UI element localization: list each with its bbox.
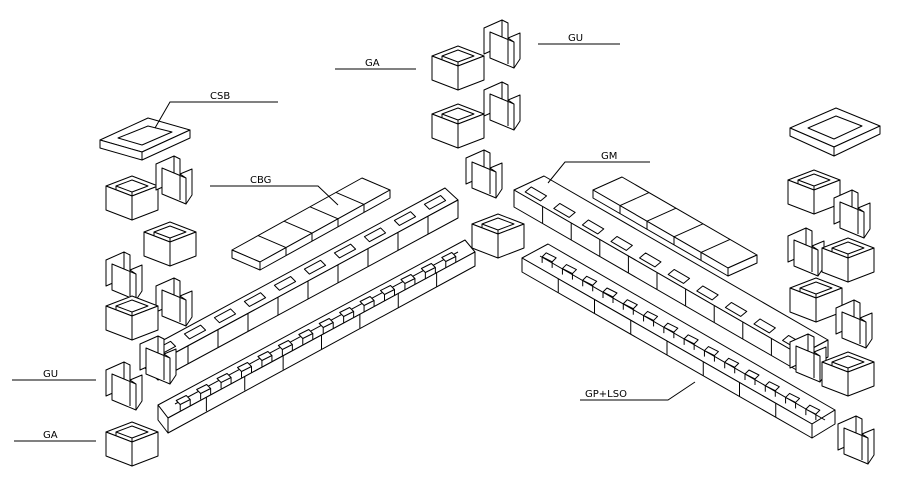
gu-block — [483, 81, 521, 131]
right-block-row — [513, 175, 829, 373]
gu-block — [465, 149, 503, 199]
gu-block — [835, 299, 873, 349]
gu-block — [483, 19, 521, 69]
ga-block — [821, 351, 875, 397]
right-tile-joint — [619, 192, 650, 207]
label-csb: CSB — [210, 91, 230, 102]
ga-block — [143, 221, 197, 267]
right-block-cell — [639, 252, 662, 268]
left-channel-row — [157, 239, 476, 434]
right-tile-joint — [700, 238, 731, 253]
right-tile-joint — [673, 223, 704, 238]
left-csb-cap — [99, 117, 191, 161]
label-cbg: CBG — [250, 175, 271, 186]
right-cap-tiles — [592, 176, 758, 277]
left-tile-joint — [257, 235, 287, 249]
right-block-cell — [553, 202, 576, 218]
left-block-cell — [273, 276, 297, 291]
gu-block — [155, 277, 193, 327]
right-block-cell — [696, 285, 719, 301]
gu-block — [837, 415, 875, 465]
ga-block — [471, 213, 525, 259]
right-block-cell — [610, 235, 633, 251]
right-block-cell — [753, 318, 776, 334]
right-block-cell — [667, 268, 691, 284]
left-cap-tiles — [231, 177, 391, 271]
ga-block — [105, 175, 159, 221]
gu-block — [155, 155, 193, 205]
gu-block — [833, 189, 871, 239]
gu-block — [105, 251, 143, 301]
right-tile-joint — [646, 207, 677, 222]
left-block-cell — [333, 243, 357, 259]
right-block-cell — [524, 186, 548, 202]
left-block-cell — [303, 259, 327, 275]
left-tile-joint — [335, 191, 365, 205]
right-block-cell — [724, 301, 748, 317]
ga-block — [787, 169, 841, 215]
left-channel-spacers — [175, 252, 457, 411]
left-block-cell — [363, 227, 387, 243]
ga-block — [821, 237, 875, 283]
ga-block — [431, 45, 485, 91]
loose-blocks — [105, 19, 875, 467]
left-channel-joints — [205, 272, 438, 412]
right-block-cell — [581, 219, 605, 235]
left-block-cell — [243, 292, 267, 307]
leader-lines — [12, 43, 696, 442]
label-gm: GM — [601, 151, 617, 162]
labels: GU GA CSB CBG GM GU GA GP+LSO — [43, 33, 627, 441]
label-gu-left: GU — [43, 369, 58, 380]
label-gp-lso: GP+LSO — [585, 389, 627, 400]
ga-block — [431, 103, 485, 149]
left-block-cell — [393, 211, 417, 226]
left-block-cell — [423, 195, 447, 210]
ga-block — [105, 295, 159, 341]
left-block-cell — [183, 324, 207, 340]
right-csb-cap — [789, 107, 881, 157]
left-block-cell — [213, 308, 237, 324]
right-channel-row — [521, 243, 836, 439]
ga-block — [789, 277, 843, 323]
label-gu-top: GU — [568, 33, 583, 44]
left-tile-joint — [283, 220, 313, 234]
gu-block — [105, 361, 143, 411]
label-ga-left: GA — [43, 430, 58, 441]
left-tile-joint — [309, 206, 339, 220]
gu-block — [787, 227, 825, 277]
label-ga-top: GA — [365, 58, 380, 69]
ga-block — [105, 421, 159, 467]
gu-block — [139, 335, 177, 385]
